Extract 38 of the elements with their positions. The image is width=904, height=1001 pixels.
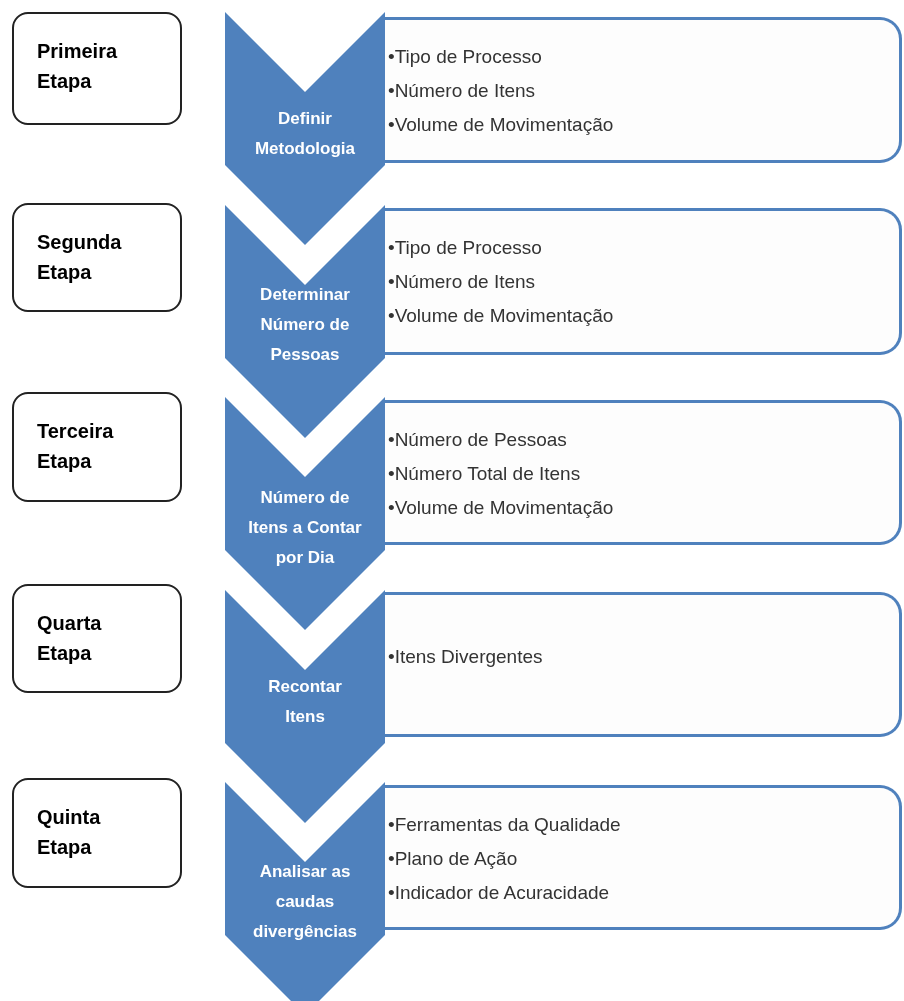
bullet-item: •Número Total de Itens [388,462,581,486]
list-box [385,208,902,355]
chevron-step-shape [225,205,385,438]
step-label: Terceira Etapa [37,419,114,474]
bullet-item: •Plano de Ação [388,847,518,871]
chevron-label: Recontar Itens [267,676,343,728]
chevron-label: Determinar Número de Pessoas [259,284,351,366]
bullet-item: •Volume de Movimentação [388,113,614,137]
stage-box [12,203,182,312]
chevron-label: Número de Itens a Contar por Dia [247,487,363,569]
bullet-item: •Tipo de Processo [388,236,542,260]
chevron-step-shape [225,12,385,245]
step-label: Quinta Etapa [37,805,101,860]
bullet-item: •Ferramentas da Qualidade [388,813,621,837]
chevron-step-shape [225,590,385,823]
stage-box [12,584,182,693]
list-box [385,785,902,930]
bullet-item: •Número de Itens [388,270,536,294]
bullet-item: •Volume de Movimentação [388,496,614,520]
chevron-label: Analisar as caudas divergências [252,861,358,943]
list-box [385,592,902,737]
bullet-item: •Número de Pessoas [388,428,567,452]
bullet-item: •Itens Divergentes [388,645,543,669]
bullet-item: •Indicador de Acuracidade [388,881,610,905]
bullet-item: •Número de Itens [388,79,536,103]
step-label: Quarta Etapa [37,611,102,666]
step-label: Segunda Etapa [37,230,122,285]
chevron-label: Definir Metodologia [253,108,357,160]
list-box [385,400,902,545]
bullet-item: •Tipo de Processo [388,45,542,69]
chevron-step-shape [225,782,385,1001]
chevron-step-shape [225,397,385,630]
bullet-item: •Volume de Movimentação [388,304,614,328]
stage-box [12,392,182,502]
stage-box [12,778,182,888]
stage-box [12,12,182,125]
list-box [385,17,902,163]
step-label: Primeira Etapa [37,39,118,94]
